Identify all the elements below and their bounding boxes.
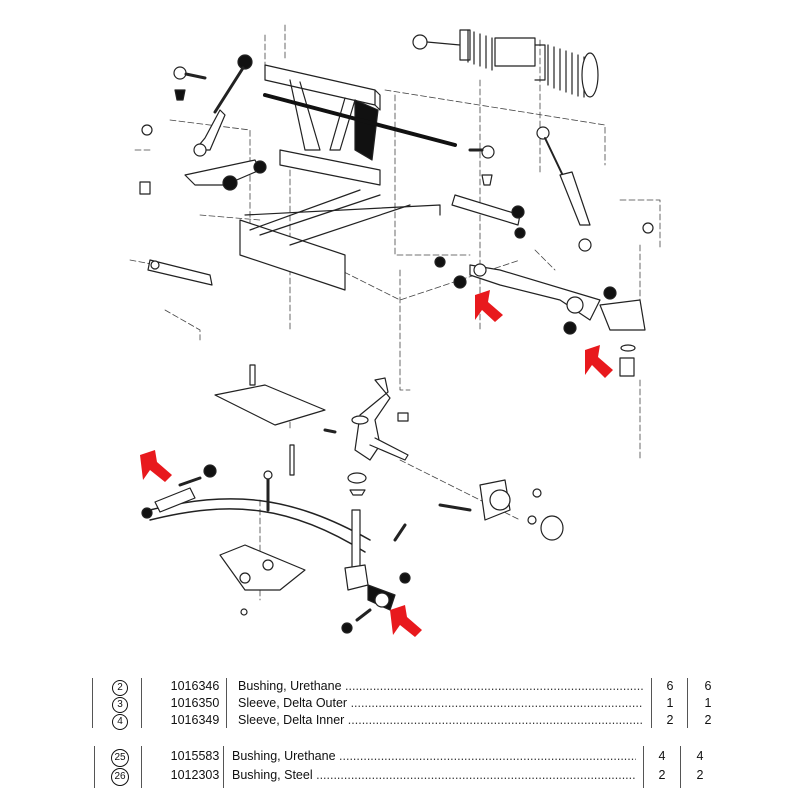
bumper-plate — [239, 189, 441, 291]
table-divider — [226, 678, 227, 728]
spring-bolt — [263, 470, 273, 512]
table-row: 4 1016349 Sleeve, Delta Inner ..........… — [80, 712, 720, 730]
quantity: 4 — [658, 749, 666, 763]
tie-rod-end-right — [468, 145, 495, 186]
link-bar-left — [147, 259, 213, 286]
kingpin — [341, 509, 411, 634]
arrow-icon — [390, 605, 422, 637]
ref-number: 4 — [112, 714, 128, 730]
table-divider — [141, 678, 142, 728]
part-number: 1016349 — [170, 713, 220, 727]
quantity: 1 — [666, 696, 674, 710]
tie-rod-end-left — [139, 66, 207, 195]
quantity: 2 — [696, 768, 704, 782]
part-number: 1016350 — [170, 696, 220, 710]
table-row: 26 1012303 Bushing, Steel ..............… — [80, 767, 720, 786]
quantity: 1 — [704, 696, 712, 710]
quantity: 6 — [666, 679, 674, 693]
quantity: 2 — [704, 713, 712, 727]
parts-table-1: 2 1016346 Bushing, Urethane ............… — [80, 678, 720, 730]
table-divider — [141, 746, 142, 788]
frame-crossmember — [264, 64, 381, 186]
part-description: Sleeve, Delta Inner — [238, 713, 345, 727]
part-number: 1016346 — [170, 679, 220, 693]
steering-rack — [412, 29, 599, 98]
table-row: 25 1015583 Bushing, Urethane ...........… — [80, 748, 720, 767]
arrow-icon — [475, 290, 503, 322]
part-description: Bushing, Steel — [232, 768, 313, 782]
mounting-plate-lower — [219, 544, 306, 616]
shock-absorber-right — [536, 126, 592, 252]
callout-arrows — [140, 290, 613, 637]
ref-number: 26 — [111, 768, 129, 786]
table-divider — [687, 678, 688, 728]
part-description: Bushing, Urethane — [232, 749, 336, 763]
quantity: 6 — [704, 679, 712, 693]
table-divider — [651, 678, 652, 728]
table-divider — [223, 746, 224, 788]
leader-dots: ........................................… — [345, 679, 643, 693]
leader-dots: ........................................… — [350, 696, 643, 710]
part-number: 1015583 — [170, 749, 220, 763]
part-number: 1012303 — [170, 768, 220, 782]
a-arm-right — [434, 222, 654, 377]
mounting-plate-upper — [214, 364, 326, 476]
ref-number: 3 — [112, 697, 128, 713]
shock-absorber-left — [193, 54, 253, 157]
arrow-icon — [585, 345, 613, 378]
ref-number: 25 — [111, 749, 129, 767]
wheel-hub — [438, 479, 564, 541]
table-divider — [92, 678, 93, 728]
link-bar-right — [451, 194, 525, 226]
arrow-icon — [140, 450, 172, 482]
table-divider — [94, 746, 95, 788]
table-row: 2 1016346 Bushing, Urethane ............… — [80, 678, 720, 696]
table-row: 3 1016350 Sleeve, Delta Outer ..........… — [80, 695, 720, 713]
tie-rod-tube — [263, 93, 457, 147]
a-arm-left — [184, 159, 267, 191]
table-divider — [643, 746, 644, 788]
steering-knuckle — [323, 377, 409, 496]
ref-number: 2 — [112, 680, 128, 696]
quantity: 4 — [696, 749, 704, 763]
suspension-exploded-diagram — [129, 24, 661, 637]
part-description: Bushing, Urethane — [238, 679, 342, 693]
assembly-guide-lines — [129, 24, 661, 601]
part-description: Sleeve, Delta Outer — [238, 696, 348, 710]
leader-dots: ........................................… — [316, 768, 636, 782]
table-divider — [680, 746, 681, 788]
leaf-spring — [141, 464, 371, 553]
quantity: 2 — [666, 713, 674, 727]
leader-dots: ........................................… — [347, 713, 643, 727]
leader-dots: ........................................… — [339, 749, 636, 763]
quantity: 2 — [658, 768, 666, 782]
parts-table-2: 25 1015583 Bushing, Urethane ...........… — [80, 746, 720, 788]
